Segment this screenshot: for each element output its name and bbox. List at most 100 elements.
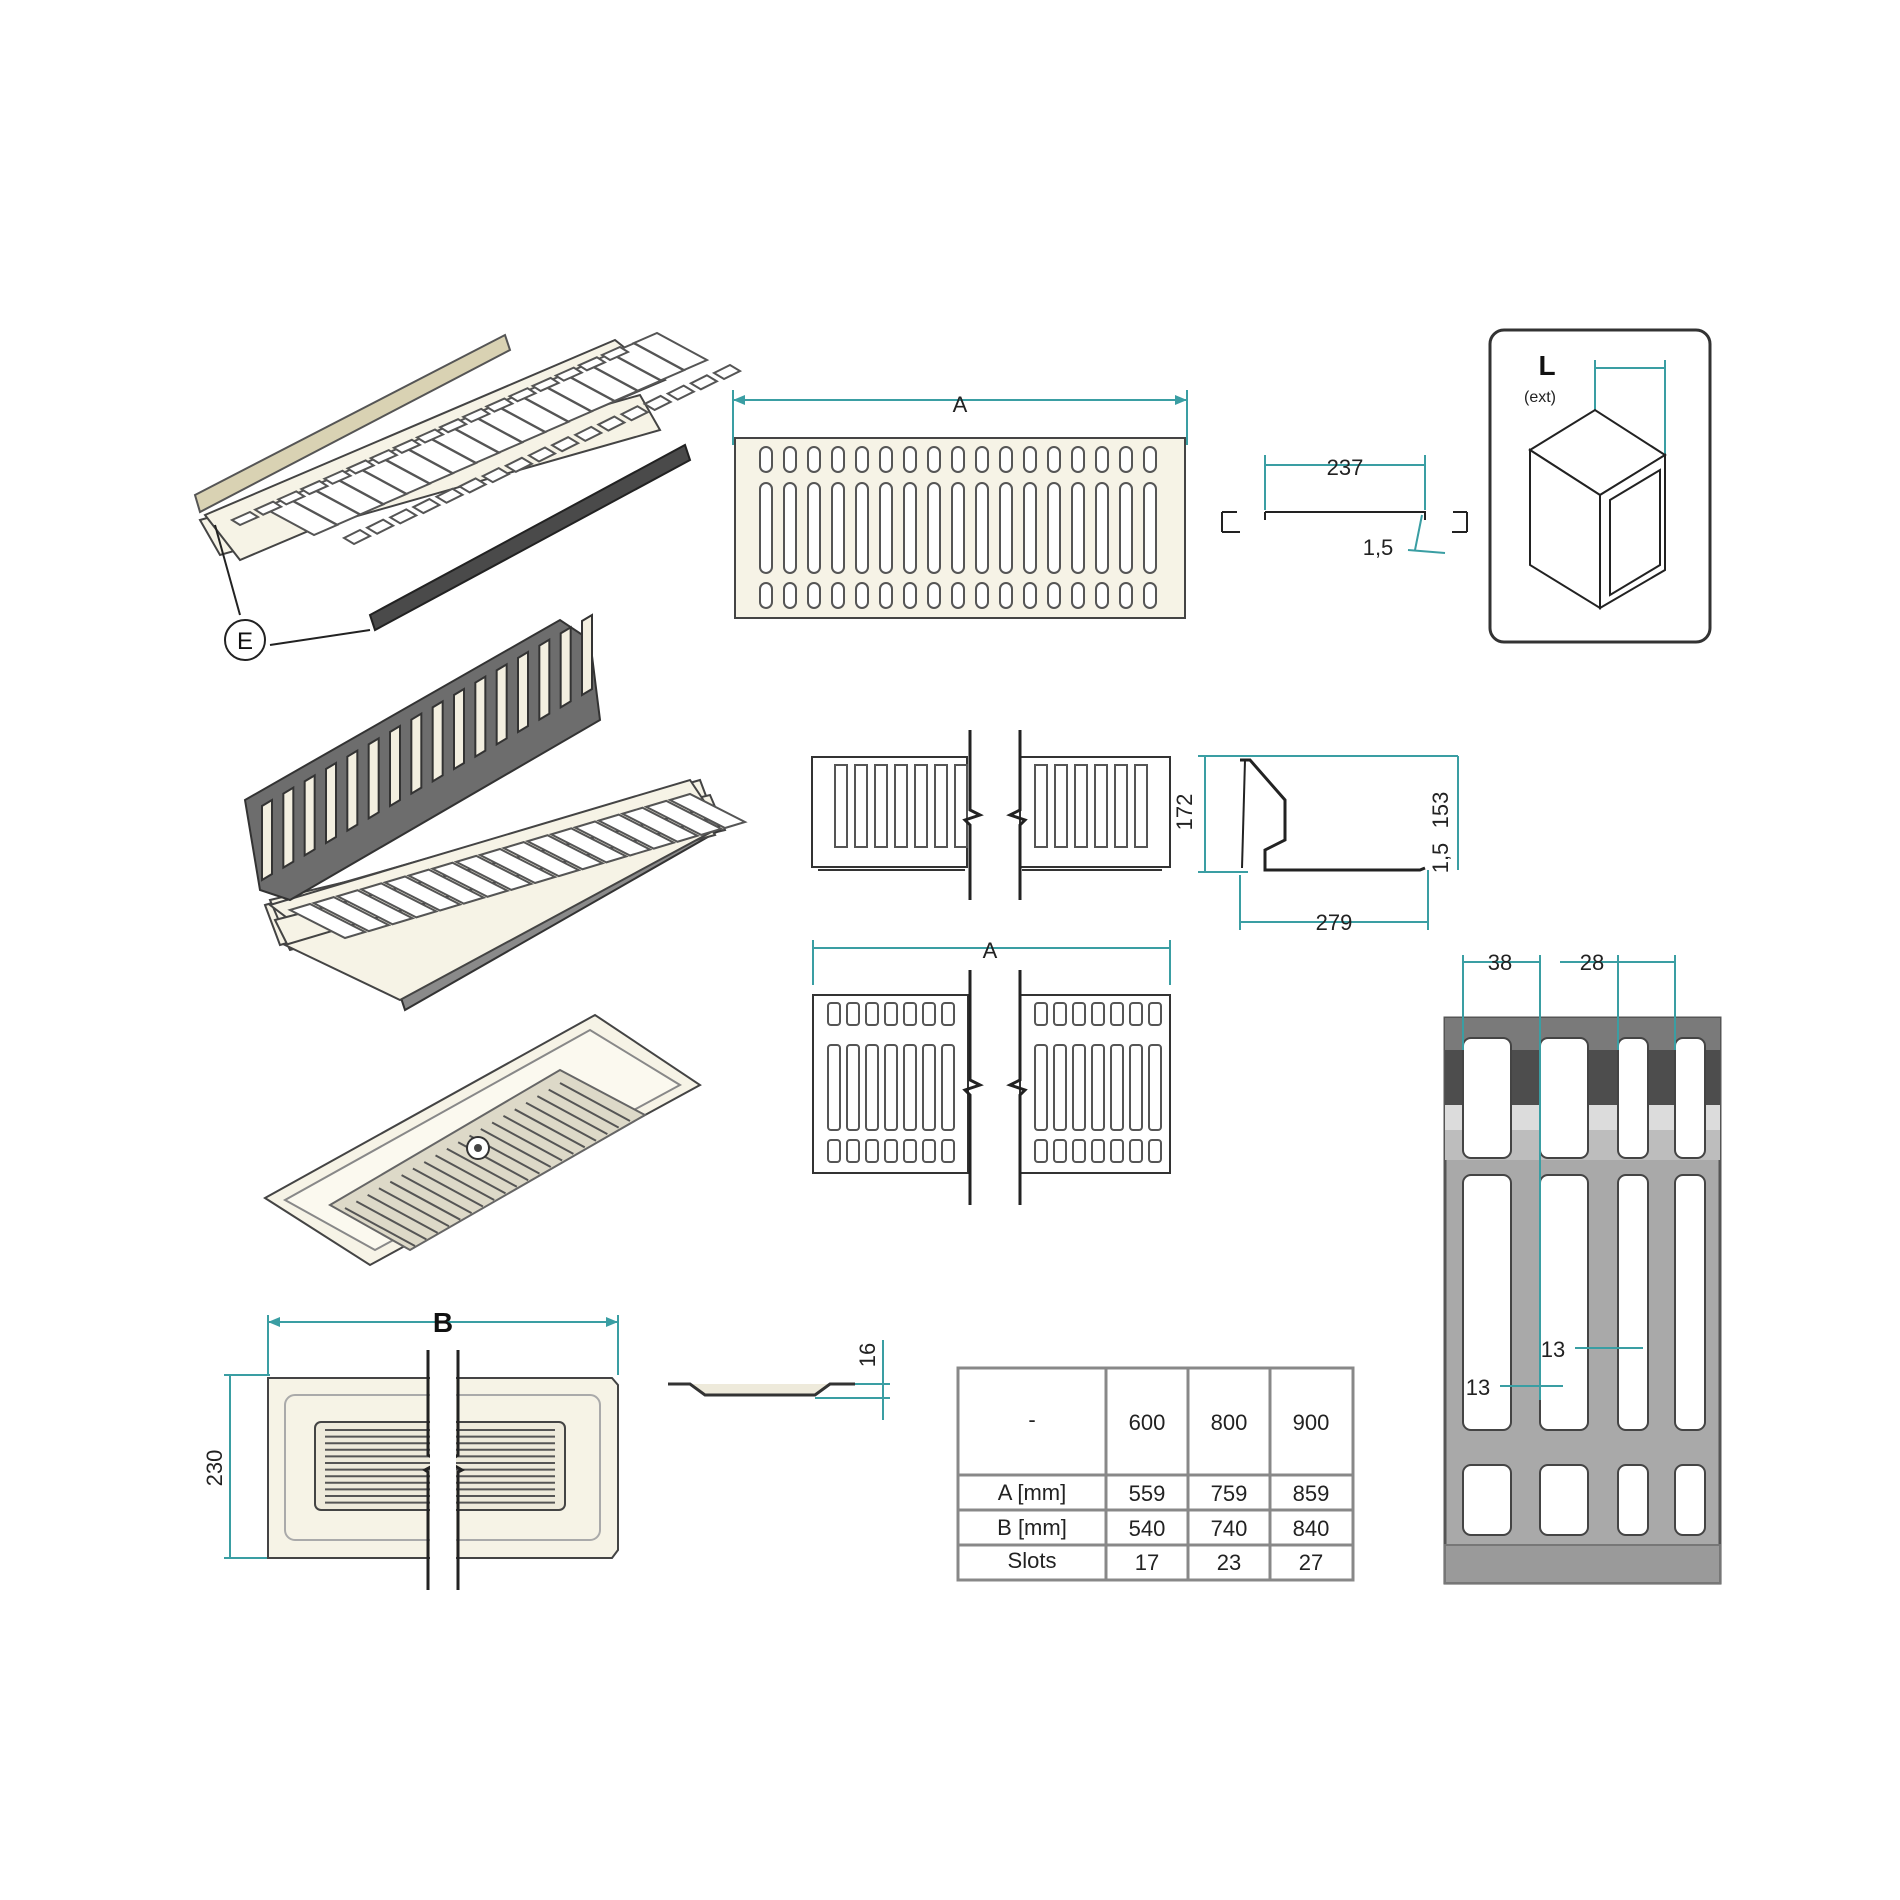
rack-front-rib bbox=[1114, 764, 1128, 848]
shelf-iso-slot bbox=[599, 345, 631, 362]
table-row-label: A [mm] bbox=[998, 1480, 1066, 1505]
shelf-top-view: A bbox=[732, 390, 1188, 619]
shelf-iso-slot bbox=[711, 363, 743, 381]
dimensions-table: - 600 800 900 A [mm] 559 759 859 B [mm] … bbox=[956, 1366, 1355, 1582]
shelf-slot bbox=[903, 582, 917, 609]
rack-iso-slot bbox=[643, 799, 724, 836]
shelf-slot bbox=[903, 482, 917, 574]
rack-iso-fin bbox=[410, 711, 423, 796]
e-callout-circle bbox=[224, 619, 266, 661]
drip-tray-top-view: B 230 bbox=[202, 1307, 619, 1590]
dim-13-a-label: 13 bbox=[1541, 1337, 1565, 1362]
shelf-slot bbox=[999, 446, 1013, 473]
rack-top-slot bbox=[1148, 1002, 1162, 1026]
rack-top-slot bbox=[1072, 1044, 1086, 1131]
shelf-iso-slot bbox=[437, 418, 469, 434]
rack-iso-fin bbox=[325, 761, 337, 845]
table-cell: 859 bbox=[1293, 1481, 1330, 1506]
shelf-slot bbox=[855, 446, 869, 473]
shelf-slot bbox=[1023, 446, 1037, 473]
rack-front-rib bbox=[1074, 764, 1088, 848]
table-cell: 540 bbox=[1129, 1516, 1166, 1541]
rack-top-slot bbox=[827, 1044, 841, 1131]
tray-groove bbox=[480, 1128, 552, 1168]
rack-front-view bbox=[811, 730, 1171, 900]
rack-top-slot bbox=[846, 1139, 860, 1163]
cabinet-width-box: L (ext) bbox=[1488, 328, 1712, 644]
tray-groove bbox=[559, 1082, 631, 1122]
shelf-slot bbox=[927, 482, 941, 574]
rack-iso-fin bbox=[346, 748, 359, 833]
tray-groove bbox=[355, 1200, 427, 1241]
rack-top-slot bbox=[884, 1002, 898, 1026]
dim-13-b-label: 13 bbox=[1466, 1375, 1490, 1400]
shelf-iso-slot bbox=[550, 436, 581, 453]
rack-top-slot bbox=[1034, 1139, 1048, 1163]
table-header-800: 800 bbox=[1211, 1410, 1248, 1435]
rack-top-slot bbox=[846, 1044, 860, 1131]
shelf-slot bbox=[1071, 482, 1085, 574]
table-cell: 559 bbox=[1129, 1481, 1166, 1506]
shelf-slot bbox=[807, 482, 821, 574]
rack-iso-fin bbox=[282, 785, 295, 870]
slot-opening bbox=[1617, 1464, 1649, 1536]
rack-top-slot bbox=[941, 1002, 955, 1026]
slot-opening bbox=[1539, 1174, 1589, 1431]
slot-opening bbox=[1462, 1037, 1512, 1159]
shelf-iso-slot bbox=[631, 331, 710, 372]
rack-front-rib bbox=[1094, 764, 1108, 848]
shelf-slot bbox=[951, 582, 965, 609]
rack-iso-fin bbox=[453, 687, 465, 771]
rack-top-slot bbox=[1053, 1139, 1067, 1163]
rack-front-rib bbox=[934, 764, 948, 848]
shelf-iso-slot bbox=[391, 438, 423, 454]
rack-iso-slot bbox=[667, 792, 748, 830]
shelf-slot bbox=[759, 446, 773, 473]
dim-a-mid-label: A bbox=[983, 938, 998, 963]
shelf-slot bbox=[1143, 482, 1157, 574]
rack-iso-fin bbox=[367, 736, 380, 821]
dish-rack-isometric-view bbox=[243, 613, 748, 1012]
shelf-slot bbox=[1047, 482, 1061, 574]
shelf-slot bbox=[1023, 482, 1037, 574]
tray-groove bbox=[435, 1154, 507, 1195]
rack-top-slot bbox=[827, 1002, 841, 1026]
table-cell: 23 bbox=[1217, 1550, 1241, 1575]
shelf-iso-slot bbox=[414, 428, 446, 444]
rack-iso-slot bbox=[429, 861, 511, 898]
tray-groove bbox=[548, 1088, 620, 1129]
table-cell: 740 bbox=[1211, 1516, 1248, 1541]
tray-groove bbox=[536, 1095, 608, 1136]
shelf-slot bbox=[999, 582, 1013, 609]
table-row-label: B [mm] bbox=[997, 1515, 1067, 1540]
shelf-iso-slot bbox=[411, 497, 442, 515]
rack-iso-slot bbox=[453, 854, 534, 891]
rack-top-slot bbox=[922, 1044, 936, 1131]
rack-front-rib bbox=[1054, 764, 1068, 848]
shelf-iso-slot bbox=[526, 446, 558, 463]
dim-237-label: 237 bbox=[1327, 455, 1364, 480]
tray-groove bbox=[378, 1187, 450, 1228]
shelf-slot bbox=[855, 582, 869, 609]
tray-groove bbox=[423, 1161, 495, 1201]
shelf-iso-slot bbox=[461, 407, 492, 424]
shelf-slot bbox=[783, 582, 797, 609]
dim-1-5-side-label: 1,5 bbox=[1428, 843, 1453, 874]
shelf-iso-slot bbox=[345, 459, 376, 475]
rack-iso-fin bbox=[303, 773, 316, 858]
dim-172-label: 172 bbox=[1172, 794, 1197, 831]
tray-groove bbox=[401, 1174, 473, 1214]
shelf-slot bbox=[1095, 446, 1109, 473]
shelf-iso-slot bbox=[530, 376, 561, 393]
slot-opening bbox=[1674, 1464, 1706, 1536]
shelf-cross-section: 237 1,5 bbox=[1221, 455, 1468, 560]
rack-iso-fin bbox=[538, 637, 551, 722]
shelf-slot bbox=[1047, 582, 1061, 609]
shelf-slot bbox=[759, 582, 773, 609]
rack-front-rib bbox=[954, 764, 968, 848]
dim-1-5-top-label: 1,5 bbox=[1363, 535, 1394, 560]
drip-tray-isometric-view bbox=[263, 1013, 702, 1267]
rack-front-rib bbox=[1034, 764, 1048, 848]
shelf-iso-slot bbox=[388, 508, 419, 525]
table-cell: 840 bbox=[1293, 1516, 1330, 1541]
